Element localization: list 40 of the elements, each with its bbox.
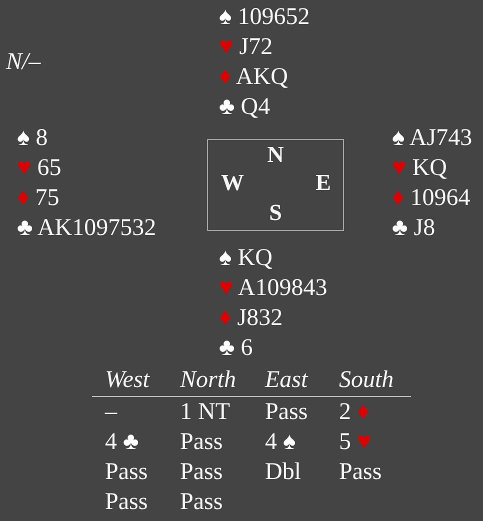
- bid: Pass: [180, 458, 223, 487]
- dealer-vulnerability: N/–: [6, 48, 41, 77]
- card-holding: ♥ A109843: [219, 274, 328, 303]
- card-holding: ♥ J72: [219, 33, 273, 62]
- bid: 4 ♣: [105, 428, 139, 457]
- card-holding: ♠ AJ743: [392, 124, 472, 153]
- column-header: North: [180, 366, 236, 395]
- bid: Pass: [105, 458, 148, 487]
- bid: 4 ♠: [265, 428, 296, 457]
- card-holding: ♦ 10964: [392, 184, 470, 213]
- bid: 1 NT: [180, 398, 230, 427]
- compass-letter: N: [267, 141, 284, 169]
- card-holding: ♣ J8: [392, 214, 436, 243]
- card-holding: ♣ 6: [219, 334, 253, 363]
- card-holding: ♣ Q4: [219, 93, 270, 122]
- card-holding: ♦ AKQ: [219, 63, 288, 92]
- bid: Pass: [265, 398, 308, 427]
- card-holding: ♠ 109652: [219, 3, 310, 32]
- column-header: East: [265, 366, 308, 395]
- card-holding: ♠ 8: [17, 124, 48, 153]
- bid: 5 ♥: [339, 428, 372, 457]
- card-holding: ♦ 75: [17, 184, 60, 213]
- column-header: South: [339, 366, 394, 395]
- bid: 2 ♦: [339, 398, 370, 427]
- bid: –: [105, 398, 117, 427]
- card-holding: ♥ KQ: [392, 154, 447, 183]
- bid: Pass: [180, 428, 223, 457]
- bid: Pass: [105, 488, 148, 517]
- compass-letter: W: [221, 169, 244, 197]
- card-holding: ♦ J832: [219, 304, 283, 333]
- bid: Pass: [180, 488, 223, 517]
- compass-letter: S: [269, 199, 282, 227]
- card-holding: ♥ 65: [17, 154, 62, 183]
- column-header: West: [105, 366, 150, 395]
- bid: Dbl: [265, 458, 301, 487]
- compass-box: [207, 139, 344, 231]
- compass-letter: E: [316, 169, 331, 197]
- card-holding: ♠ KQ: [219, 244, 272, 273]
- bid: Pass: [339, 458, 382, 487]
- card-holding: ♣ AK1097532: [17, 214, 156, 243]
